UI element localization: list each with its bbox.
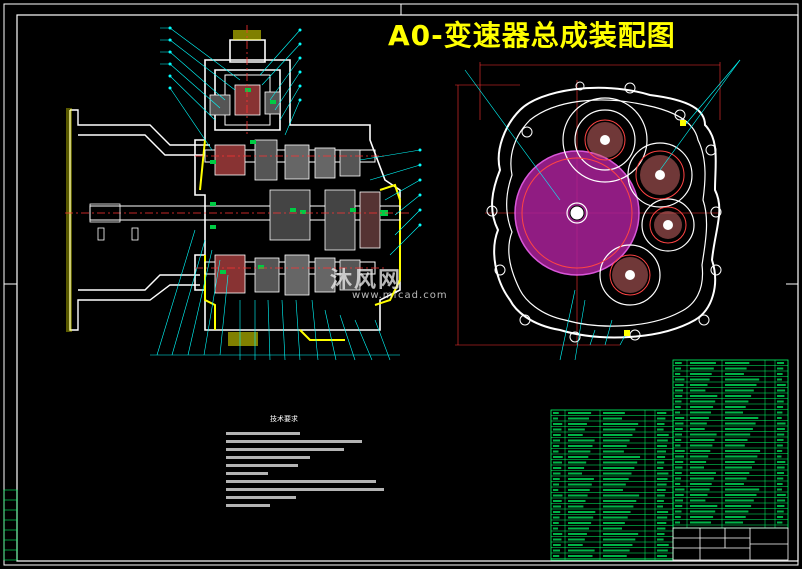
- bell-flange: [66, 108, 72, 332]
- bearing-markers: [210, 88, 388, 274]
- housing-highlight: [199, 139, 401, 341]
- gear-hubs: [600, 135, 673, 280]
- end-view-leaders: [464, 59, 741, 361]
- gear-blocks: [209, 84, 381, 296]
- input-shaft-end: [89, 203, 139, 241]
- center-lines: [65, 25, 410, 269]
- section-view: [65, 25, 422, 361]
- end-housing-outline: [491, 86, 721, 339]
- bell-housing: [69, 109, 210, 331]
- inner-border: [16, 14, 799, 562]
- title-block: [672, 527, 789, 561]
- watermark-logo-icon: 沐风网: [330, 268, 403, 293]
- leader-lines: [156, 27, 421, 361]
- input-shaft-hub: [569, 205, 585, 221]
- tech-requirements-heading: 技术要求: [270, 415, 298, 423]
- leader-underlines: [150, 27, 400, 356]
- gear-pitch-circles: [521, 119, 687, 296]
- end-view: [455, 59, 741, 361]
- parts-list: [550, 359, 789, 561]
- watermark-url: www.mfcad.com: [352, 290, 448, 301]
- balloon-dots: [168, 26, 422, 227]
- end-view-markers: [624, 120, 686, 336]
- tech-notes: [226, 432, 384, 507]
- bolt-holes: [486, 81, 722, 343]
- left-edge-table: [3, 489, 18, 561]
- top-cap: [233, 30, 261, 40]
- drawing-title: A0-变速器总成装配图: [388, 19, 676, 52]
- bottom-plug: [228, 332, 258, 346]
- watermark: 沐风网 www.mfcad.com: [330, 262, 448, 301]
- gear-circles: [562, 97, 695, 306]
